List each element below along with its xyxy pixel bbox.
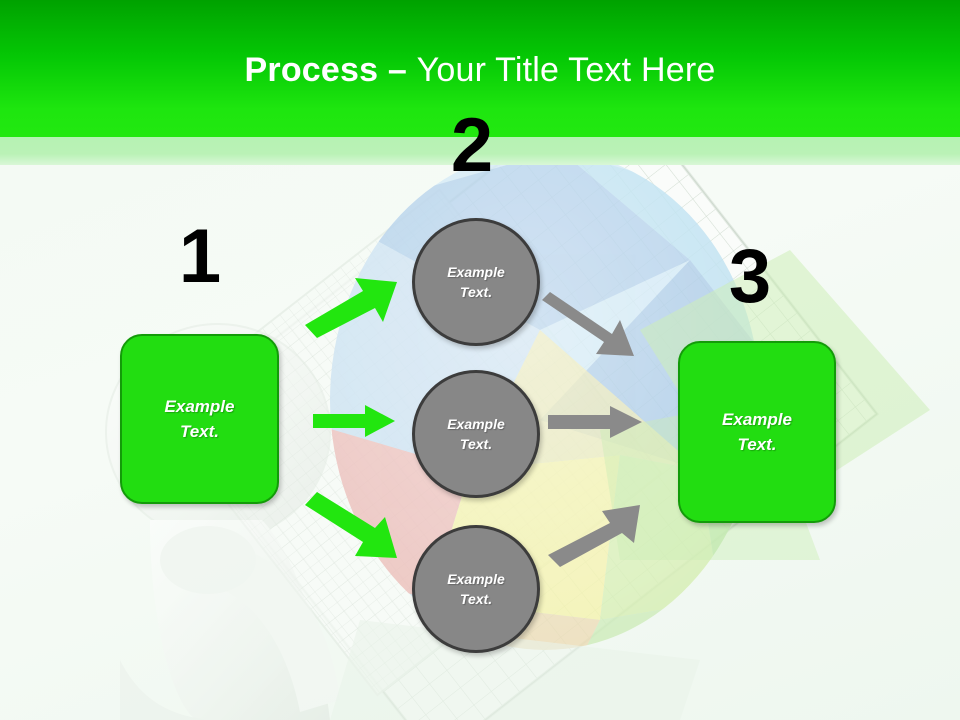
arrow-gray-up-icon [548, 505, 640, 567]
arrow-green-right-icon [313, 405, 395, 437]
stage2-circle-2-label: Example Text. [447, 416, 505, 452]
stage1-box-label: Example Text. [164, 397, 235, 441]
step-number-2: 2 [450, 103, 494, 188]
stage2-circle-3-label: Example Text. [447, 571, 505, 607]
step-number-3: 3 [728, 234, 772, 319]
header-sub-band [0, 137, 960, 165]
arrow-green-down-icon [305, 492, 397, 558]
stage2-circle-2[interactable]: Example Text. [412, 370, 540, 498]
stage1-box[interactable]: Example Text. [120, 334, 279, 504]
stage2-circle-3[interactable]: Example Text. [412, 525, 540, 653]
page-title-light: Your Title Text Here [416, 51, 716, 89]
step-number-1: 1 [178, 214, 222, 299]
stage2-circle-1[interactable]: Example Text. [412, 218, 540, 346]
arrow-gray-down-icon [542, 292, 634, 356]
arrow-green-up-icon [305, 278, 397, 338]
stage3-box-label: Example Text. [722, 410, 792, 454]
header-band [0, 0, 960, 137]
arrow-gray-right-icon [548, 406, 642, 438]
page-title-strong: Process – [244, 51, 417, 89]
page-title: Process – Your Title Text Here [0, 50, 960, 90]
stage3-box[interactable]: Example Text. [678, 341, 836, 523]
stage2-circle-1-label: Example Text. [447, 264, 505, 300]
